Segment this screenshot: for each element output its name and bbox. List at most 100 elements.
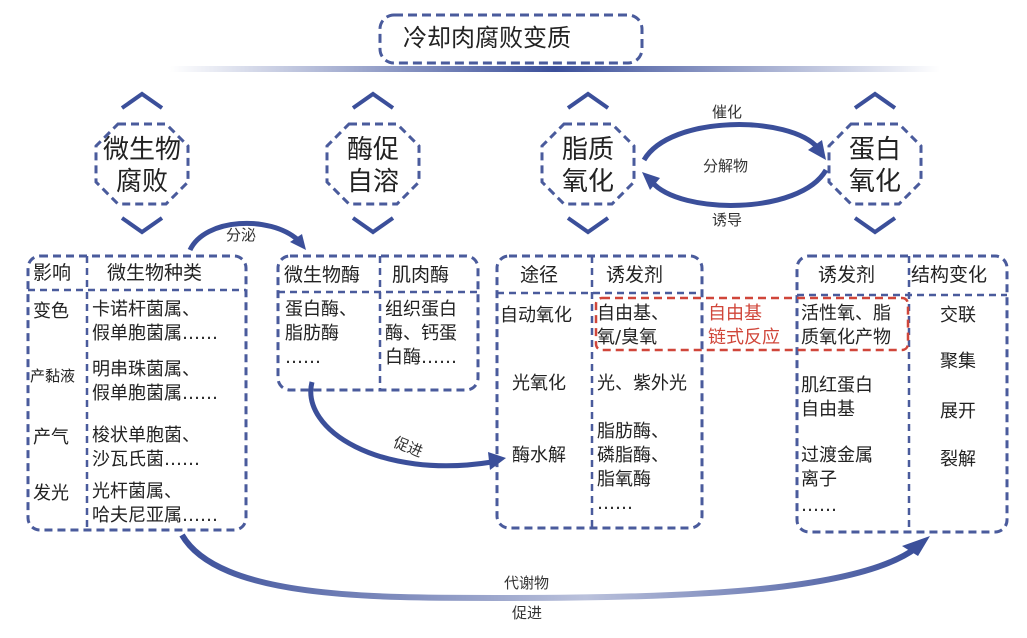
chevron-down-icon — [351, 216, 395, 235]
lipid-path: 光氧化 — [512, 373, 566, 394]
category-shapes — [120, 91, 897, 235]
lipid-header-path: 途径 — [520, 264, 559, 286]
free-radical-line: 链式反应 — [708, 327, 780, 348]
protein-inducer: 过渡金属 离子 — [801, 444, 873, 492]
category-microbial: 微生物 腐败 — [102, 134, 182, 198]
octagon-lipid — [540, 122, 636, 206]
category-lipid: 脂质 氧化 — [548, 134, 628, 198]
category-protein: 蛋白 氧化 — [835, 134, 915, 198]
species-line: 哈夫尼亚属…… — [92, 505, 218, 526]
enzyme-table-frame — [276, 254, 480, 392]
decomposition-label: 分解物 — [703, 157, 749, 175]
inducer-line: 离子 — [801, 469, 837, 490]
enzyme-muscle-list: 组织蛋白 酶、钙蛋 白酶…… — [385, 298, 457, 370]
structure-change: 聚集 — [940, 351, 976, 372]
inducer-line: 过渡金属 — [801, 445, 873, 466]
page-title: 冷却肉腐败变质 — [403, 24, 571, 52]
induce-arrow — [650, 168, 829, 208]
catalyze-label: 催化 — [712, 103, 743, 121]
secrete-arrow — [187, 220, 300, 252]
inducer-line: 自由基 — [801, 399, 855, 420]
enzyme-microbial-list: 蛋白酶、 脂肪酶 …… — [285, 298, 357, 370]
species-line: 假单胞菌属…… — [92, 383, 218, 404]
structure-change: 裂解 — [940, 449, 976, 470]
protein-header-change: 结构变化 — [911, 264, 988, 286]
category-microbial-line1: 微生物 — [102, 135, 181, 165]
microbial-effect: 发光 — [33, 483, 69, 504]
lipid-path: 自动氧化 — [500, 305, 572, 326]
enzyme-header-muscle: 肌肉酶 — [392, 264, 450, 286]
metabolite-label: 代谢物 — [504, 574, 550, 592]
microbial-effect: 产黏液 — [30, 367, 76, 385]
chevron-down-icon — [853, 216, 897, 235]
inducer-line: 脂氧酶 — [597, 469, 651, 490]
inducer-line: 肌红蛋白 — [801, 375, 873, 396]
protein-inducer: 肌红蛋白 自由基 — [801, 374, 873, 422]
octagon-enzyme — [325, 122, 421, 206]
microbial-header-species: 微生物种类 — [107, 262, 203, 284]
secrete-label: 分泌 — [226, 226, 257, 244]
promote-enzyme-arrowhead — [488, 452, 506, 470]
lipid-inducer: 自由基、 氧/臭氧 — [597, 302, 669, 350]
enzyme-header-microbial: 微生物酶 — [284, 264, 361, 286]
enzyme-line: 组织蛋白 — [385, 299, 457, 320]
microbial-header-effect: 影响 — [33, 262, 72, 284]
inducer-line: 活性氧、脂 — [801, 303, 891, 324]
enzyme-line: 蛋白酶、 — [285, 299, 357, 320]
species-line: 卡诺杆菌属、 — [92, 299, 200, 320]
protein-inducer: …… — [801, 495, 837, 516]
free-radical-chain-label: 自由基 链式反应 — [708, 302, 780, 350]
metabolite-arrow — [179, 533, 918, 602]
inducer-line: 磷脂酶、 — [597, 445, 669, 466]
secrete-arrowhead — [290, 234, 306, 250]
inducer-line: 氧/臭氧 — [597, 327, 658, 348]
lipid-path: 酶水解 — [512, 445, 566, 466]
microbial-species: 梭状单胞菌、 沙瓦氏菌…… — [92, 424, 200, 472]
inducer-line: 自由基、 — [597, 303, 669, 324]
category-protein-line2: 氧化 — [848, 167, 901, 197]
title-underline-bar — [170, 66, 940, 72]
catalyze-arrow — [641, 122, 820, 162]
free-radical-chain-box — [594, 296, 910, 352]
structure-change: 交联 — [940, 305, 976, 326]
enzyme-line: 脂肪酶 — [285, 323, 339, 344]
protein-inducer: 活性氧、脂 质氧化产物 — [801, 302, 891, 350]
category-lipid-line2: 氧化 — [561, 167, 614, 197]
category-microbial-line2: 腐败 — [115, 167, 168, 197]
free-radical-line: 自由基 — [708, 303, 762, 324]
category-lipid-line1: 脂质 — [561, 135, 614, 165]
title-box — [378, 13, 644, 65]
microbial-effect: 产气 — [33, 427, 69, 448]
chevron-down-icon — [566, 216, 610, 235]
species-line: 假单胞菌属…… — [92, 323, 218, 344]
species-line: 梭状单胞菌、 — [92, 425, 200, 446]
lipid-inducer: 脂肪酶、 磷脂酶、 脂氧酶 …… — [597, 420, 669, 516]
chevron-down-icon — [120, 216, 164, 235]
category-enzyme-line2: 自溶 — [346, 167, 399, 197]
inducer-line: 质氧化产物 — [801, 327, 891, 348]
microbial-table-frame — [26, 254, 248, 532]
chevron-up-icon — [566, 91, 610, 110]
lipid-inducer: 光、紫外光 — [597, 373, 687, 394]
enzyme-line: …… — [285, 347, 321, 368]
inducer-line: 脂肪酶、 — [597, 421, 669, 442]
microbial-species: 光杆菌属、 哈夫尼亚属…… — [92, 480, 218, 528]
category-enzyme-line1: 酶促 — [346, 135, 399, 165]
species-line: 沙瓦氏菌…… — [92, 449, 200, 470]
category-protein-line1: 蛋白 — [848, 135, 901, 165]
induce-label: 诱导 — [712, 211, 743, 229]
lipid-header-inducer: 诱发剂 — [606, 264, 664, 286]
catalyze-arrowhead — [808, 140, 826, 160]
chevron-up-icon — [853, 91, 897, 110]
structure-change: 展开 — [940, 401, 976, 422]
category-enzyme: 酶促 自溶 — [333, 134, 413, 198]
protein-header-inducer: 诱发剂 — [818, 264, 876, 286]
octagon-microbial — [94, 122, 190, 206]
promote-bottom-label: 促进 — [512, 604, 543, 622]
chevron-up-icon — [351, 91, 395, 110]
microbial-species: 明串珠菌属、 假单胞菌属…… — [92, 358, 218, 406]
species-line: 光杆菌属、 — [92, 481, 182, 502]
metabolite-arrowhead — [902, 536, 930, 556]
protein-table-frame — [795, 254, 1009, 534]
